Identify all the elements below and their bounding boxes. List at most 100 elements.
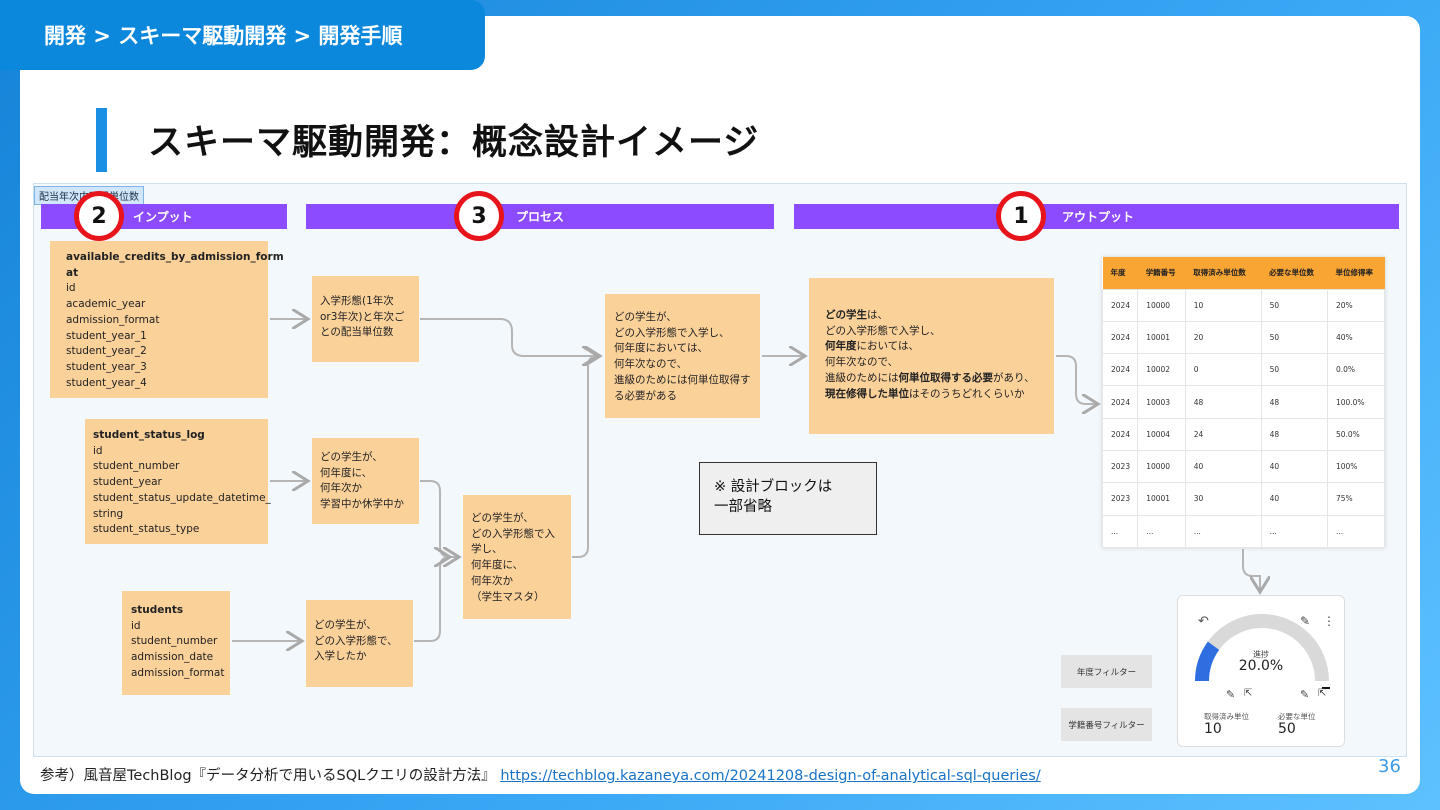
- table-cell: 20%: [1326, 288, 1386, 322]
- field-name: student_year_1: [66, 329, 147, 342]
- section-label: プロセス: [516, 210, 565, 224]
- field-name: id: [93, 444, 103, 457]
- gauge-card: ↶ ✎ ⋮ 進捗 20.0% ✎ ⇱ ✎ ⇱ 取得済み単位 10 必要な単位 5…: [1177, 595, 1345, 747]
- table-name: students: [131, 604, 184, 616]
- text: は、: [867, 309, 888, 321]
- emph: 何年度: [825, 340, 857, 353]
- field-name: admission_format: [131, 666, 225, 679]
- column-header: 取得済み単位数: [1185, 257, 1262, 289]
- edit-icon[interactable]: ✎: [1226, 688, 1236, 701]
- table-cell: 0: [1184, 353, 1262, 387]
- field-name: id: [131, 619, 141, 632]
- emph: どの学生: [825, 309, 867, 321]
- field-name: student_year_2: [66, 345, 147, 358]
- process-note-student-master: どの学生が、 どの入学形態で入 学し、 何年度に、 何年次か （学生マスタ）: [463, 495, 571, 619]
- text: においては、: [856, 340, 919, 353]
- table-cell: 10002: [1137, 353, 1186, 387]
- year-filter-button[interactable]: 年度フィルター: [1061, 655, 1152, 688]
- table-cell: ...: [1260, 514, 1328, 548]
- student-number-filter-button[interactable]: 学籍番号フィルター: [1061, 708, 1152, 741]
- export-icon[interactable]: ⇱: [1244, 688, 1253, 699]
- table-cell: 40%: [1326, 320, 1386, 355]
- field-name: admission_date: [131, 651, 214, 664]
- step-badge-input: 2: [74, 191, 124, 241]
- table-cell: 50: [1260, 288, 1328, 322]
- page-title: スキーマ駆動開発：概念設計イメージ: [148, 123, 760, 163]
- table-cell: 40: [1260, 449, 1328, 484]
- output-line: どの入学形態で入学し、: [825, 324, 941, 337]
- section-header-process: プロセス: [306, 204, 774, 229]
- text: はそのうちどれくらいか: [909, 387, 1025, 400]
- edit-icon[interactable]: ✎: [1300, 614, 1311, 628]
- export-icon[interactable]: ⇱: [1318, 688, 1327, 699]
- table-cell: 50: [1260, 353, 1328, 387]
- process-note-credits: 入学形態(1年次or3年次)と年次ごとの配当単位数: [312, 276, 419, 362]
- output-note: どの学生は、 どの入学形態で入学し、 何年度においては、 何年次なので、 進級の…: [809, 278, 1054, 434]
- table-cell: ...: [1184, 514, 1262, 548]
- table-cell: 2024: [1101, 417, 1139, 451]
- output-line: 現在修得した単位はそのうちどれくらいか: [825, 387, 1038, 403]
- table-cell: 48: [1184, 385, 1262, 419]
- table-cell: 100%: [1326, 449, 1386, 484]
- table-cell: 10004: [1137, 417, 1186, 451]
- title-accent-bar: [96, 108, 107, 172]
- table-cell: 10000: [1137, 288, 1186, 322]
- table-name: student_status_log: [93, 429, 205, 441]
- metric-label-required: 必要な単位: [1278, 712, 1316, 721]
- gauge-chart: [1195, 614, 1330, 689]
- page-number: 36: [1378, 756, 1401, 777]
- output-line: 進級のためには何単位取得する必要があり、: [825, 371, 1038, 387]
- table-cell: 30: [1184, 482, 1262, 516]
- table-cell: 0.0%: [1326, 353, 1386, 387]
- table-cell: 100.0%: [1326, 385, 1386, 419]
- table-cell: ...: [1326, 514, 1386, 548]
- table-cell: 75%: [1326, 482, 1386, 516]
- column-header: 学籍番号: [1137, 257, 1186, 289]
- reference-link[interactable]: https://techblog.kazaneya.com/20241208-d…: [500, 768, 1041, 784]
- more-icon[interactable]: ⋮: [1323, 614, 1335, 628]
- output-line: 何年度においては、: [825, 339, 1038, 355]
- table-header-row: 年度学籍番号取得済み単位数必要な単位数単位修得率: [1102, 257, 1385, 289]
- table-cell: 2023: [1101, 482, 1139, 516]
- emph: 何単位取得する必要: [898, 371, 994, 384]
- step-badge-output: 1: [996, 191, 1046, 241]
- input-table-available-credits: available_credits_by_admission_form at i…: [50, 241, 284, 398]
- table-cell: 50: [1260, 320, 1328, 355]
- gauge-label: 進捗: [1253, 650, 1269, 659]
- table-cell: 10: [1184, 288, 1262, 322]
- section-label: アウトプット: [1062, 210, 1135, 224]
- reference-footer: 参考）風音屋TechBlog『データ分析で用いるSQLクエリの設計方法』 htt…: [40, 764, 1041, 785]
- table-cell: 40: [1260, 482, 1328, 516]
- metric-value-required: 50: [1278, 721, 1296, 737]
- breadcrumb: 開発 > スキーマ駆動開発 > 開発手順: [0, 0, 485, 70]
- field-name: admission_format: [66, 313, 160, 326]
- table-cell: 2024: [1101, 353, 1139, 387]
- column-header: 年度: [1102, 257, 1138, 289]
- text: があり、: [993, 371, 1035, 384]
- field-name: student_status_update_datetime_ string: [93, 491, 271, 520]
- reference-text: 参考）風音屋TechBlog『データ分析で用いるSQLクエリの設計方法』: [40, 768, 496, 784]
- undo-icon[interactable]: ↶: [1198, 614, 1209, 629]
- output-line: 何年次なので、: [825, 356, 899, 369]
- table-cell: 40: [1184, 449, 1262, 484]
- table-cell: 10000: [1137, 449, 1186, 484]
- section-label: インプット: [133, 210, 193, 224]
- omission-annotation: ※ 設計ブロックは 一部省略: [699, 462, 877, 535]
- table-cell: ...: [1101, 514, 1139, 548]
- field-name: student_year: [93, 476, 162, 489]
- edit-icon[interactable]: ✎: [1300, 688, 1310, 701]
- table-cell: 48: [1260, 385, 1328, 419]
- gauge-value: 20.0%: [1238, 658, 1284, 674]
- table-cell: ...: [1137, 514, 1186, 548]
- table-cell: 24: [1184, 417, 1262, 451]
